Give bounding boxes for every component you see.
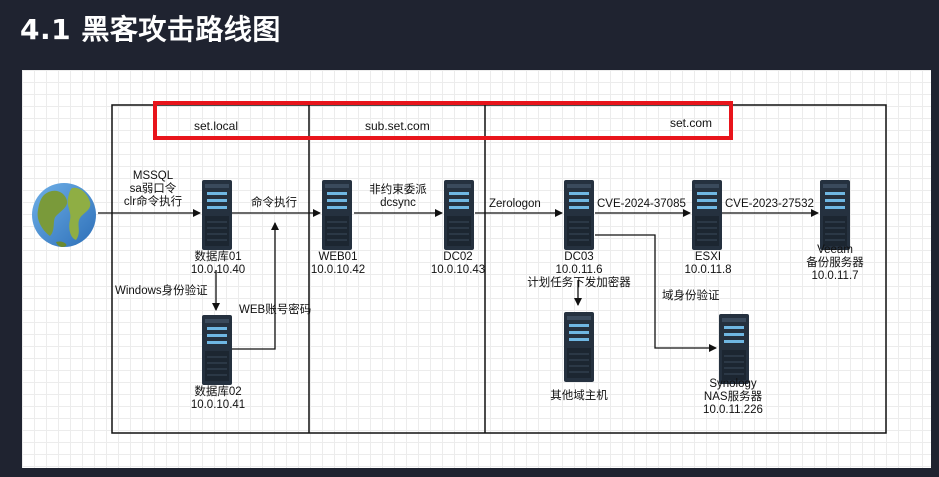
- zone-label-sub-set-com: sub.set.com: [365, 119, 430, 133]
- edge-label-domain-auth: 域身份验证: [662, 290, 720, 302]
- server-db01-icon: [202, 180, 232, 250]
- server-web01-icon: [322, 180, 352, 250]
- server-veeam-icon: [820, 180, 850, 250]
- node-label-other: 其他域主机: [550, 390, 608, 402]
- edge-label-zerologon: Zerologon: [489, 198, 541, 210]
- server-nas-icon: [719, 314, 749, 384]
- internet-globe-icon: [32, 183, 96, 247]
- edge-label-web-creds: WEB账号密码: [239, 304, 312, 316]
- edge-dc03-nas: [595, 234, 717, 352]
- edge-label-delegation: 非约束委派 dcsync: [369, 184, 427, 209]
- edge-label-mssql: MSSQL sa弱口令 clr命令执行: [123, 170, 183, 208]
- zone-label-set-com: set.com: [670, 116, 713, 130]
- server-dc02-icon: [444, 180, 474, 250]
- edge-label-cve-2024: CVE-2024-37085: [597, 198, 686, 210]
- domain-highlight-box: [153, 101, 733, 140]
- page-title: 4.1 黑客攻击路线图: [20, 13, 281, 46]
- edge-label-windows-auth: Windows身份验证: [115, 285, 208, 297]
- server-db02-icon: [202, 315, 232, 385]
- edge-db02-web01: [232, 222, 279, 350]
- server-other-icon: [564, 312, 594, 382]
- server-dc03-icon: [564, 180, 594, 250]
- edge-label-cmd-exec: 命令执行: [251, 197, 297, 209]
- attack-diagram: set.local sub.set.com set.com MSSQL sa弱口…: [22, 70, 931, 468]
- server-esxi-icon: [692, 180, 722, 250]
- zone-label-set-local: set.local: [194, 119, 239, 133]
- edge-label-cve-2023: CVE-2023-27532: [725, 198, 814, 210]
- diagram-lines: [32, 101, 887, 434]
